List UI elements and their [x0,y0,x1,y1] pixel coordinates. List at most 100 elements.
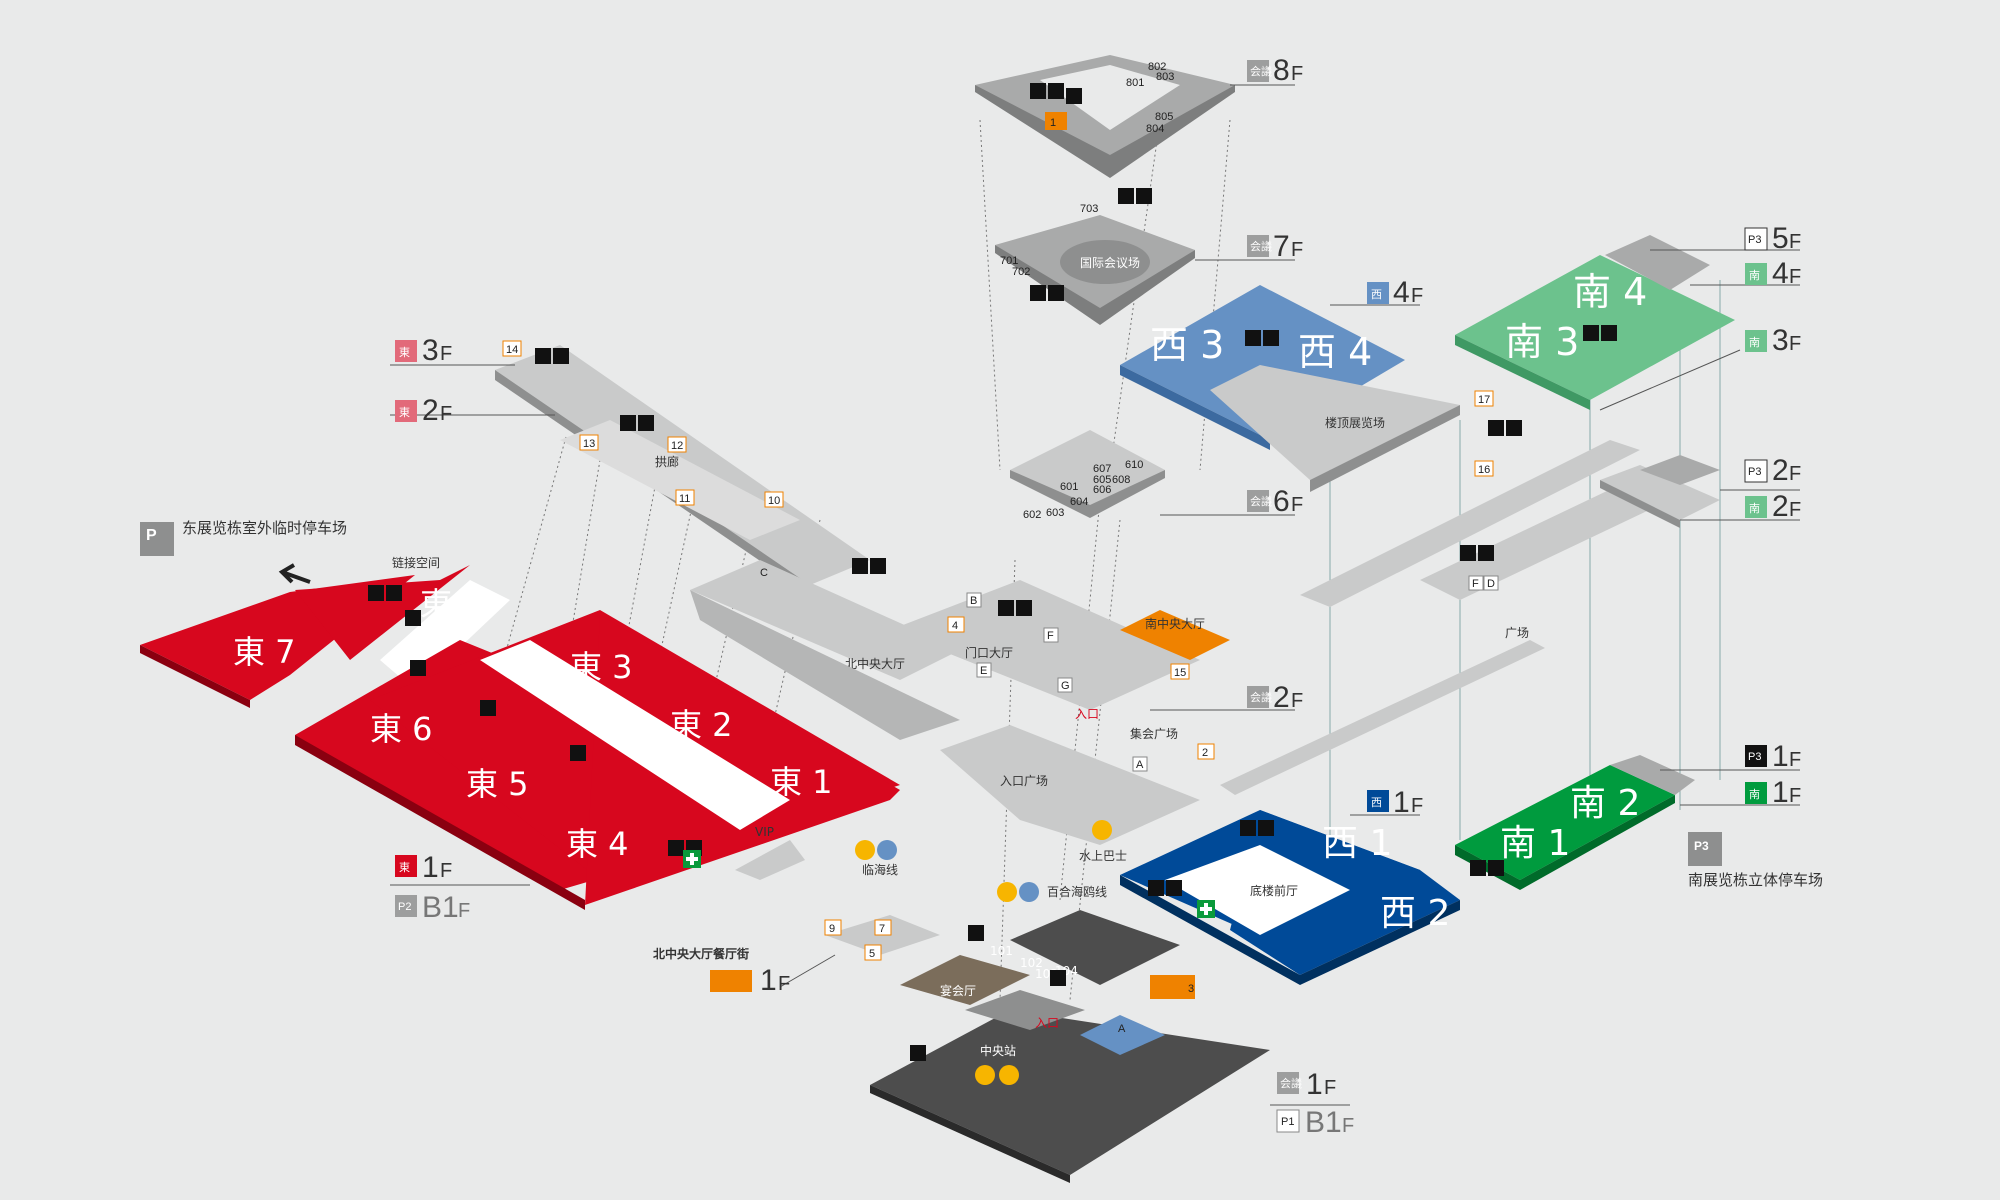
room-13-label: 13 [583,438,595,450]
west-badge-1f: 西 [1371,797,1382,809]
room-601-label: 601 [1060,481,1078,493]
floor-label-7f: 会議 7 F [1247,230,1303,263]
floor-conf1f-suffix: F [1324,1077,1336,1099]
restroom-icon [1048,285,1064,301]
restaurant-street-legend: 北中央大厅餐厅街 1 F [653,946,790,997]
hall-east3-label: 東 3 [570,648,633,686]
room-605-label: 605 [1093,474,1111,486]
p3-badge-1f: P3 [1748,751,1761,763]
floor-label-south-1f-p3: P3 1 F [1745,740,1801,773]
room-610-label: 610 [1125,459,1143,471]
floor-label-south-5f: P3 5 F [1744,222,1801,255]
exit-arrow-icon [278,563,311,584]
parking-icon [140,522,174,556]
floor-label-south-2f: 南 2 F [1745,490,1801,523]
marker-g-label: G [1061,680,1070,692]
south-parking-label: 南展览栋立体停车场 [1688,871,1823,889]
floor-conf2f-number: 2 [1273,681,1290,714]
restroom-icon [870,558,886,574]
west-upper-block: 西 3 西 4 楼顶展览场 [1120,285,1460,492]
south-hall-label: 南中央大厅 [1145,616,1205,631]
floor-7f-suffix: F [1291,239,1303,261]
floor-label-6f: 会議 6 F [1247,485,1303,518]
wheelchair-icon [852,558,868,574]
restroom-icon [1066,88,1082,104]
restaurant-street-block: 9 7 5 [824,915,940,961]
floor-label-east-3f: 東 3 F [395,334,452,367]
floor-south1f-number: 1 [1772,776,1789,809]
floor-label-conf-2f: 会議 2 F [1247,681,1303,714]
floor-east3f-suffix: F [440,343,452,365]
floor-south3f-suffix: F [1789,333,1801,355]
hall-east1-label: 東 1 [770,763,833,801]
restroom-icon [910,1045,926,1061]
floor-south2f-suffix: F [1789,499,1801,521]
floor-east3f-number: 3 [422,334,439,367]
north-hall-label: 北中央大厅 [845,656,905,671]
floor-label-south-2f-p3: P3 2 F [1744,454,1801,487]
floor-south2fp3-suffix: F [1789,463,1801,485]
wheelchair-icon [1488,420,1504,436]
floor-label-south-3f: 南 3 F [1745,324,1801,357]
restroom-icon [638,415,654,431]
restroom-icon [1506,420,1522,436]
conf-badge-8f: 会議 [1250,64,1272,78]
south-walkway [1220,640,1545,795]
east-badge-3f: 東 [399,346,410,359]
hall-south3-label: 南 3 [1505,320,1579,364]
rooftop-hall-label: 楼顶展览场 [1325,415,1385,430]
restroom-icon [1478,545,1494,561]
restroom-icon [1263,330,1279,346]
conf-badge-2f: 会議 [1250,690,1272,704]
restroom-icon [553,348,569,364]
south-2f-block: 广场 [1300,440,1720,640]
hall-east7-label: 東 7 [233,633,296,671]
room-3-label: 3 [1188,983,1194,995]
south-badge-3f: 南 [1749,336,1760,349]
central-station-label: 中央站 [980,1043,1016,1058]
room-2-label: 2 [1202,747,1208,759]
assembly-plaza-label: 集会广场 [1130,726,1178,741]
floor-label-west-4f: 西 4 F [1367,276,1423,309]
room-101-label: 101 [990,944,1013,958]
restroom-icon [1166,880,1182,896]
number-markers: 14 13 12 11 10 15 2 4 17 16 B E F G A F … [502,340,1499,772]
marker-f-label: F [1047,630,1054,642]
room-12-label: 12 [671,440,683,452]
floor-rest1f-number: 1 [760,964,777,997]
floor-east2f-suffix: F [440,403,452,425]
room-603-label: 603 [1046,507,1064,519]
restroom-icon [368,585,384,601]
wheelchair-icon [1583,325,1599,341]
plaza-label: 广场 [1505,626,1529,640]
wheelchair-icon [668,840,684,856]
wheelchair-icon [1030,285,1046,301]
floor-west4f-suffix: F [1411,285,1423,307]
central-hall-block: 门口大厅 南中央大厅 集会广场 入口广场 入口 [690,580,1230,845]
wheelchair-icon [1460,545,1476,561]
floor-conf1f-number: 1 [1306,1068,1323,1101]
room-608-label: 608 [1112,474,1130,486]
room-7-label: 7 [879,923,885,935]
room-606-label: 606 [1093,484,1111,496]
floor-label-south-1f: 南 1 F [1745,776,1801,809]
floor-conf2f-suffix: F [1291,690,1303,712]
east-badge-2f: 東 [399,406,410,419]
restaurant-street-label: 北中央大厅餐厅街 [653,946,749,961]
floor-west4f-number: 4 [1393,276,1410,309]
floor-label-west-1f: 西 1 F [1367,786,1423,819]
marker-d-label: D [1487,578,1495,590]
floor-7f-block: 国际会议场 701 702 703 [995,203,1195,325]
p3-badge-2f: P3 [1748,466,1761,478]
entrance2-label: 入口 [1035,1016,1059,1030]
south-parking-legend: P3 南展览栋立体停车场 [1688,832,1823,889]
wheelchair-icon [998,600,1014,616]
east-walkway-upper: 北中央大厅 拱廊 C [495,345,960,680]
transit-icons [855,820,1112,902]
floor-south2f-number: 2 [1772,490,1789,523]
floor-eastb1f-suffix: F [458,900,470,922]
entrance-label: 入口 [1075,707,1099,721]
wheelchair-icon [1470,860,1486,876]
floor-label-conf-b1f: P1 B1 F [1276,1106,1354,1139]
south-badge-2f: 南 [1749,502,1760,515]
